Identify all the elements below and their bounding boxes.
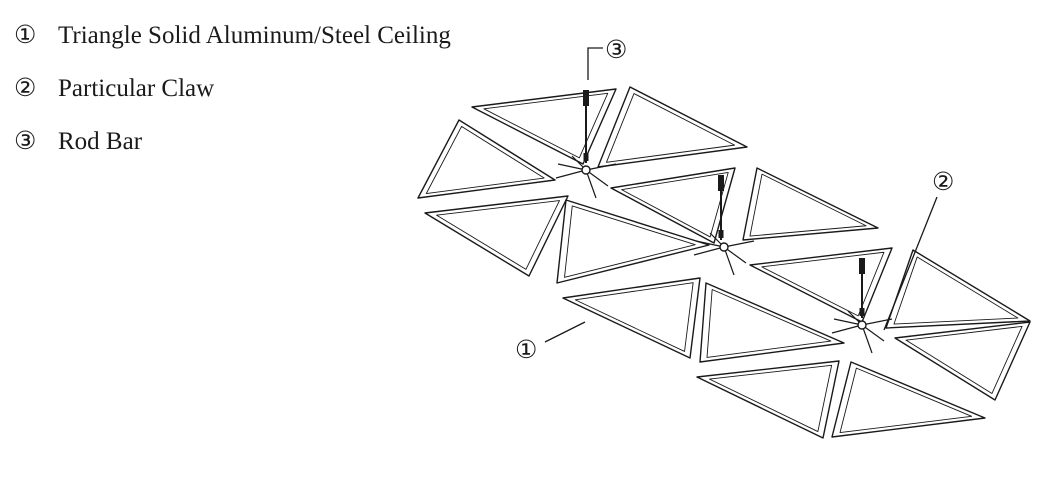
claw-arm — [585, 169, 597, 199]
triangle-panel — [831, 361, 986, 438]
rod-bar — [583, 90, 589, 163]
triangle-panel-inner-edge — [436, 200, 560, 270]
callout-claw-leader — [883, 196, 938, 331]
legend-number: ② — [14, 75, 37, 102]
triangle-panel-inner-edge — [709, 364, 833, 433]
triangle-panel — [749, 247, 893, 323]
triangle-panel-inner-edge — [749, 173, 867, 237]
rod-bar-bottom-fitting — [718, 230, 724, 238]
legend-number: ① — [14, 22, 37, 49]
legend-item-claw: ② Particular Claw — [14, 75, 451, 103]
claw-hub — [581, 165, 591, 175]
claw-arm — [861, 324, 873, 354]
claw-joint — [693, 232, 755, 276]
rod-bar-connector — [718, 175, 724, 191]
callout-panel: ① — [515, 321, 586, 364]
triangle-panel-inner-edge — [893, 256, 1019, 325]
claw-joints — [555, 155, 893, 354]
triangle-panel-inner-edge — [605, 93, 736, 163]
callout-rod-leader — [587, 47, 603, 80]
triangle-panel — [597, 86, 748, 168]
claw-joint — [555, 155, 617, 199]
claw-arm — [585, 163, 617, 171]
triangle-panel — [699, 282, 845, 363]
claw-arm — [695, 240, 725, 248]
claw-hub — [719, 242, 729, 252]
rod-bar-bottom-fitting — [859, 308, 865, 316]
legend-item-rod: ③ Rod Bar — [14, 128, 451, 156]
triangle-panel-inner-edge — [425, 125, 545, 194]
claw-arm — [693, 246, 725, 256]
rod-bar-connector — [859, 258, 865, 274]
triangle-panel — [471, 88, 617, 165]
triangle-panel-inner-edge — [706, 289, 832, 358]
legend-label: Rod Bar — [58, 128, 143, 155]
claw-arm — [833, 318, 863, 326]
triangle-panel-inner-edge — [761, 251, 885, 317]
triangle-panel — [610, 167, 736, 244]
claw-hub — [857, 320, 867, 330]
callout-panel-label: ① — [515, 337, 537, 364]
legend-label: Particular Claw — [58, 75, 215, 102]
legend: ① Triangle Solid Aluminum/Steel Ceiling … — [14, 22, 451, 181]
claw-arm — [723, 246, 735, 276]
rod-bar — [718, 175, 724, 240]
rod-bar — [859, 258, 865, 318]
legend-number: ③ — [14, 128, 37, 155]
claw-arm — [723, 240, 755, 248]
callout-rod-label: ③ — [605, 37, 627, 64]
claw-arm — [831, 324, 863, 334]
claw-arm — [861, 318, 893, 326]
claw-arm — [557, 163, 587, 171]
triangle-panel — [742, 167, 879, 241]
callout-claw-label: ② — [932, 169, 954, 196]
triangle-panel-inner-edge — [564, 205, 696, 278]
triangle-panel-inner-edge — [839, 367, 973, 434]
claw-arm — [555, 169, 587, 179]
triangle-panel — [556, 199, 710, 284]
triangle-panel-inner-edge — [574, 282, 694, 352]
claw-joint — [831, 310, 893, 354]
triangle-panel-inner-edge — [905, 325, 1023, 394]
triangle-panel — [424, 195, 569, 277]
rod-bars — [583, 90, 865, 318]
callout-panel-leader — [544, 321, 586, 343]
triangle-panels — [417, 86, 1031, 439]
legend-item-panel: ① Triangle Solid Aluminum/Steel Ceiling — [14, 22, 451, 50]
triangle-panel — [696, 360, 840, 439]
triangle-panel — [894, 321, 1031, 401]
triangle-panel — [885, 249, 1031, 329]
triangle-panel-inner-edge — [483, 92, 609, 159]
callout-claw: ② — [883, 169, 954, 331]
triangle-panel-inner-edge — [621, 171, 729, 238]
rod-bar-bottom-fitting — [583, 153, 589, 161]
legend-label: Triangle Solid Aluminum/Steel Ceiling — [58, 22, 451, 49]
triangle-panel — [417, 119, 556, 199]
triangle-panel — [562, 277, 701, 359]
rod-bar-connector — [583, 90, 589, 106]
callout-rod: ③ — [587, 37, 627, 80]
